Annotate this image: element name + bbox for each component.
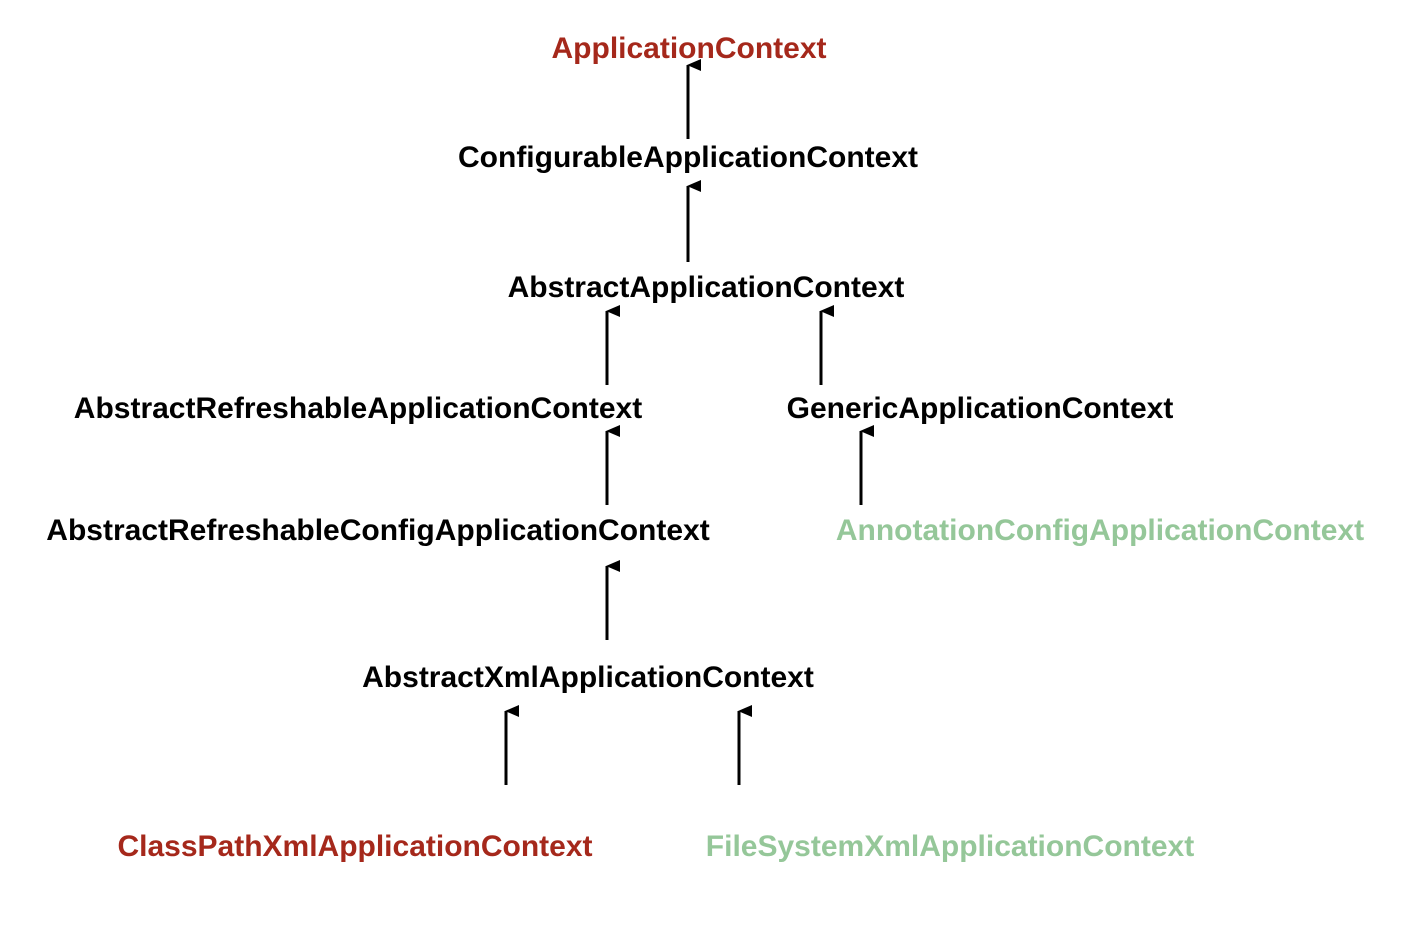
node-configurable-application-context: ConfigurableApplicationContext	[458, 141, 918, 174]
node-abstract-refreshable-config-application-context: AbstractRefreshableConfigApplicationCont…	[46, 514, 709, 547]
node-application-context: ApplicationContext	[552, 32, 827, 65]
node-abstract-application-context: AbstractApplicationContext	[508, 271, 905, 304]
node-abstract-xml-application-context: AbstractXmlApplicationContext	[362, 661, 814, 694]
nodes: ApplicationContext ConfigurableApplicati…	[46, 32, 1364, 863]
node-class-path-xml-application-context: ClassPathXmlApplicationContext	[117, 830, 592, 863]
node-generic-application-context: GenericApplicationContext	[787, 392, 1174, 425]
edges	[504, 59, 874, 785]
node-file-system-xml-application-context: FileSystemXmlApplicationContext	[706, 830, 1194, 863]
node-annotation-config-application-context: AnnotationConfigApplicationContext	[836, 514, 1364, 547]
node-abstract-refreshable-application-context: AbstractRefreshableApplicationContext	[74, 392, 642, 425]
